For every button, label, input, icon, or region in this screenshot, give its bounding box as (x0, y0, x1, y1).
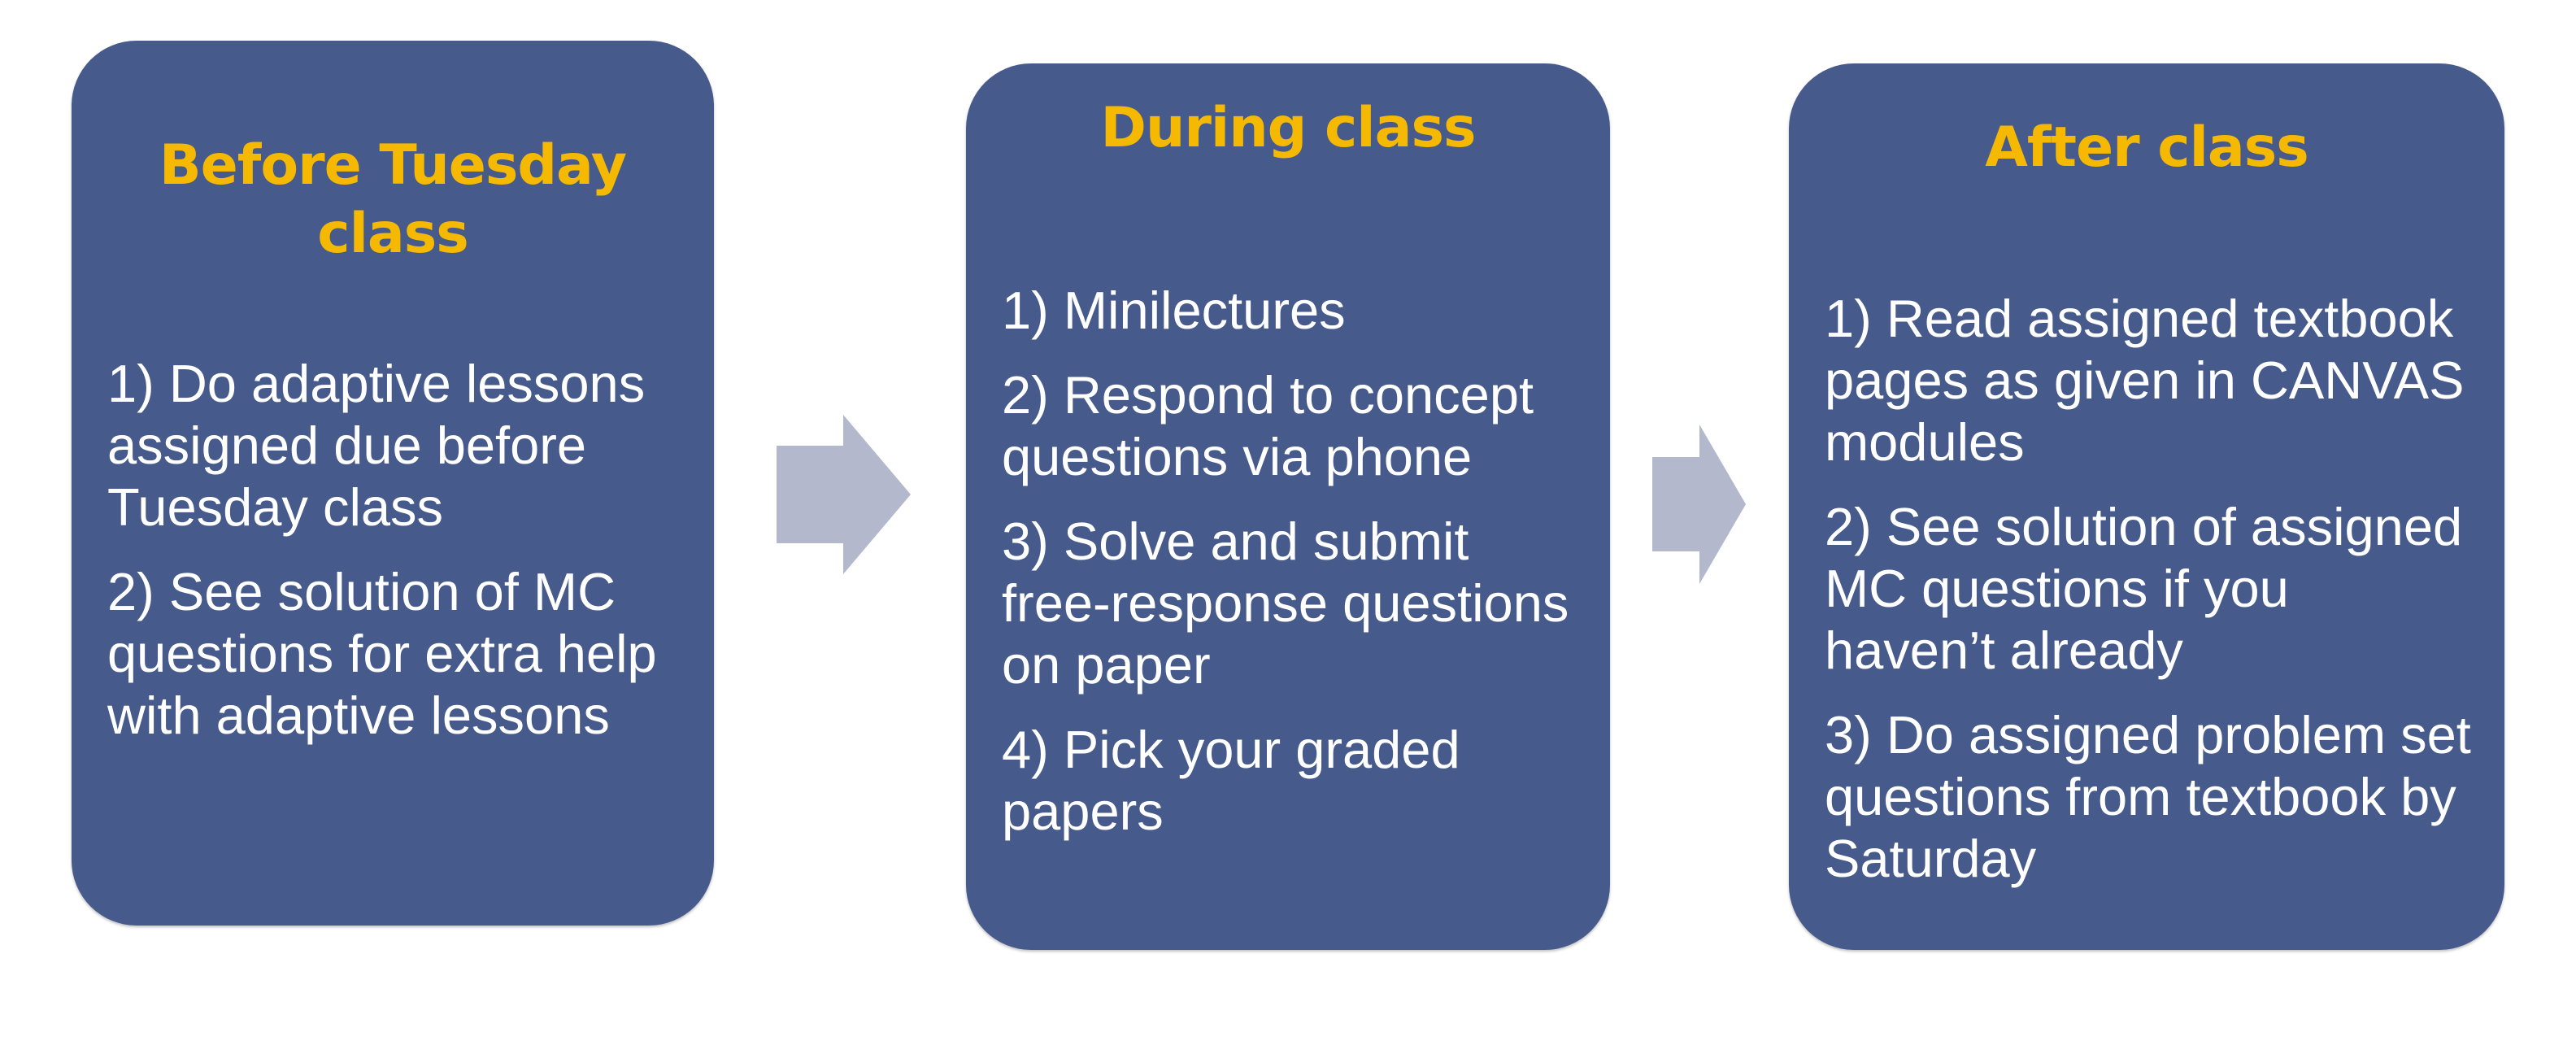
stage-box-during-class: During class 1) Minilectures 2) Respond … (966, 63, 1610, 950)
right-arrow-icon (777, 415, 911, 577)
step-item: 2) See solution of assigned MC questions… (1825, 497, 2463, 680)
step-item: 3) Do assigned problem set questions fro… (1825, 705, 2471, 888)
step-item: 2) Respond to concept questions via phon… (1002, 365, 1534, 486)
stage-title: During class (1100, 96, 1477, 160)
stage-box-after-class: After class 1) Read assigned textbook pa… (1789, 63, 2504, 950)
stage-steps: 1) Read assigned textbook pages as given… (1825, 288, 2472, 890)
stage-title: Before Tuesday class (159, 133, 627, 266)
step-item: 4) Pick your graded papers (1002, 720, 1460, 841)
stage-steps: 1) Do adaptive lessons assigned due befo… (107, 353, 681, 747)
step-item: 2) See solution of MC questions for extr… (107, 562, 657, 745)
step-item: 3) Solve and submit free-response questi… (1002, 512, 1569, 695)
step-item: 1) Minilectures (1002, 281, 1346, 340)
stage-box-before-class: Before Tuesday class 1) Do adaptive less… (72, 41, 714, 926)
step-item: 1) Do adaptive lessons assigned due befo… (107, 354, 646, 537)
stage-steps: 1) Minilectures 2) Respond to concept qu… (1002, 280, 1577, 843)
right-arrow-icon (1652, 425, 1746, 584)
stage-title: After class (1985, 115, 2309, 180)
step-item: 1) Read assigned textbook pages as given… (1825, 289, 2465, 472)
